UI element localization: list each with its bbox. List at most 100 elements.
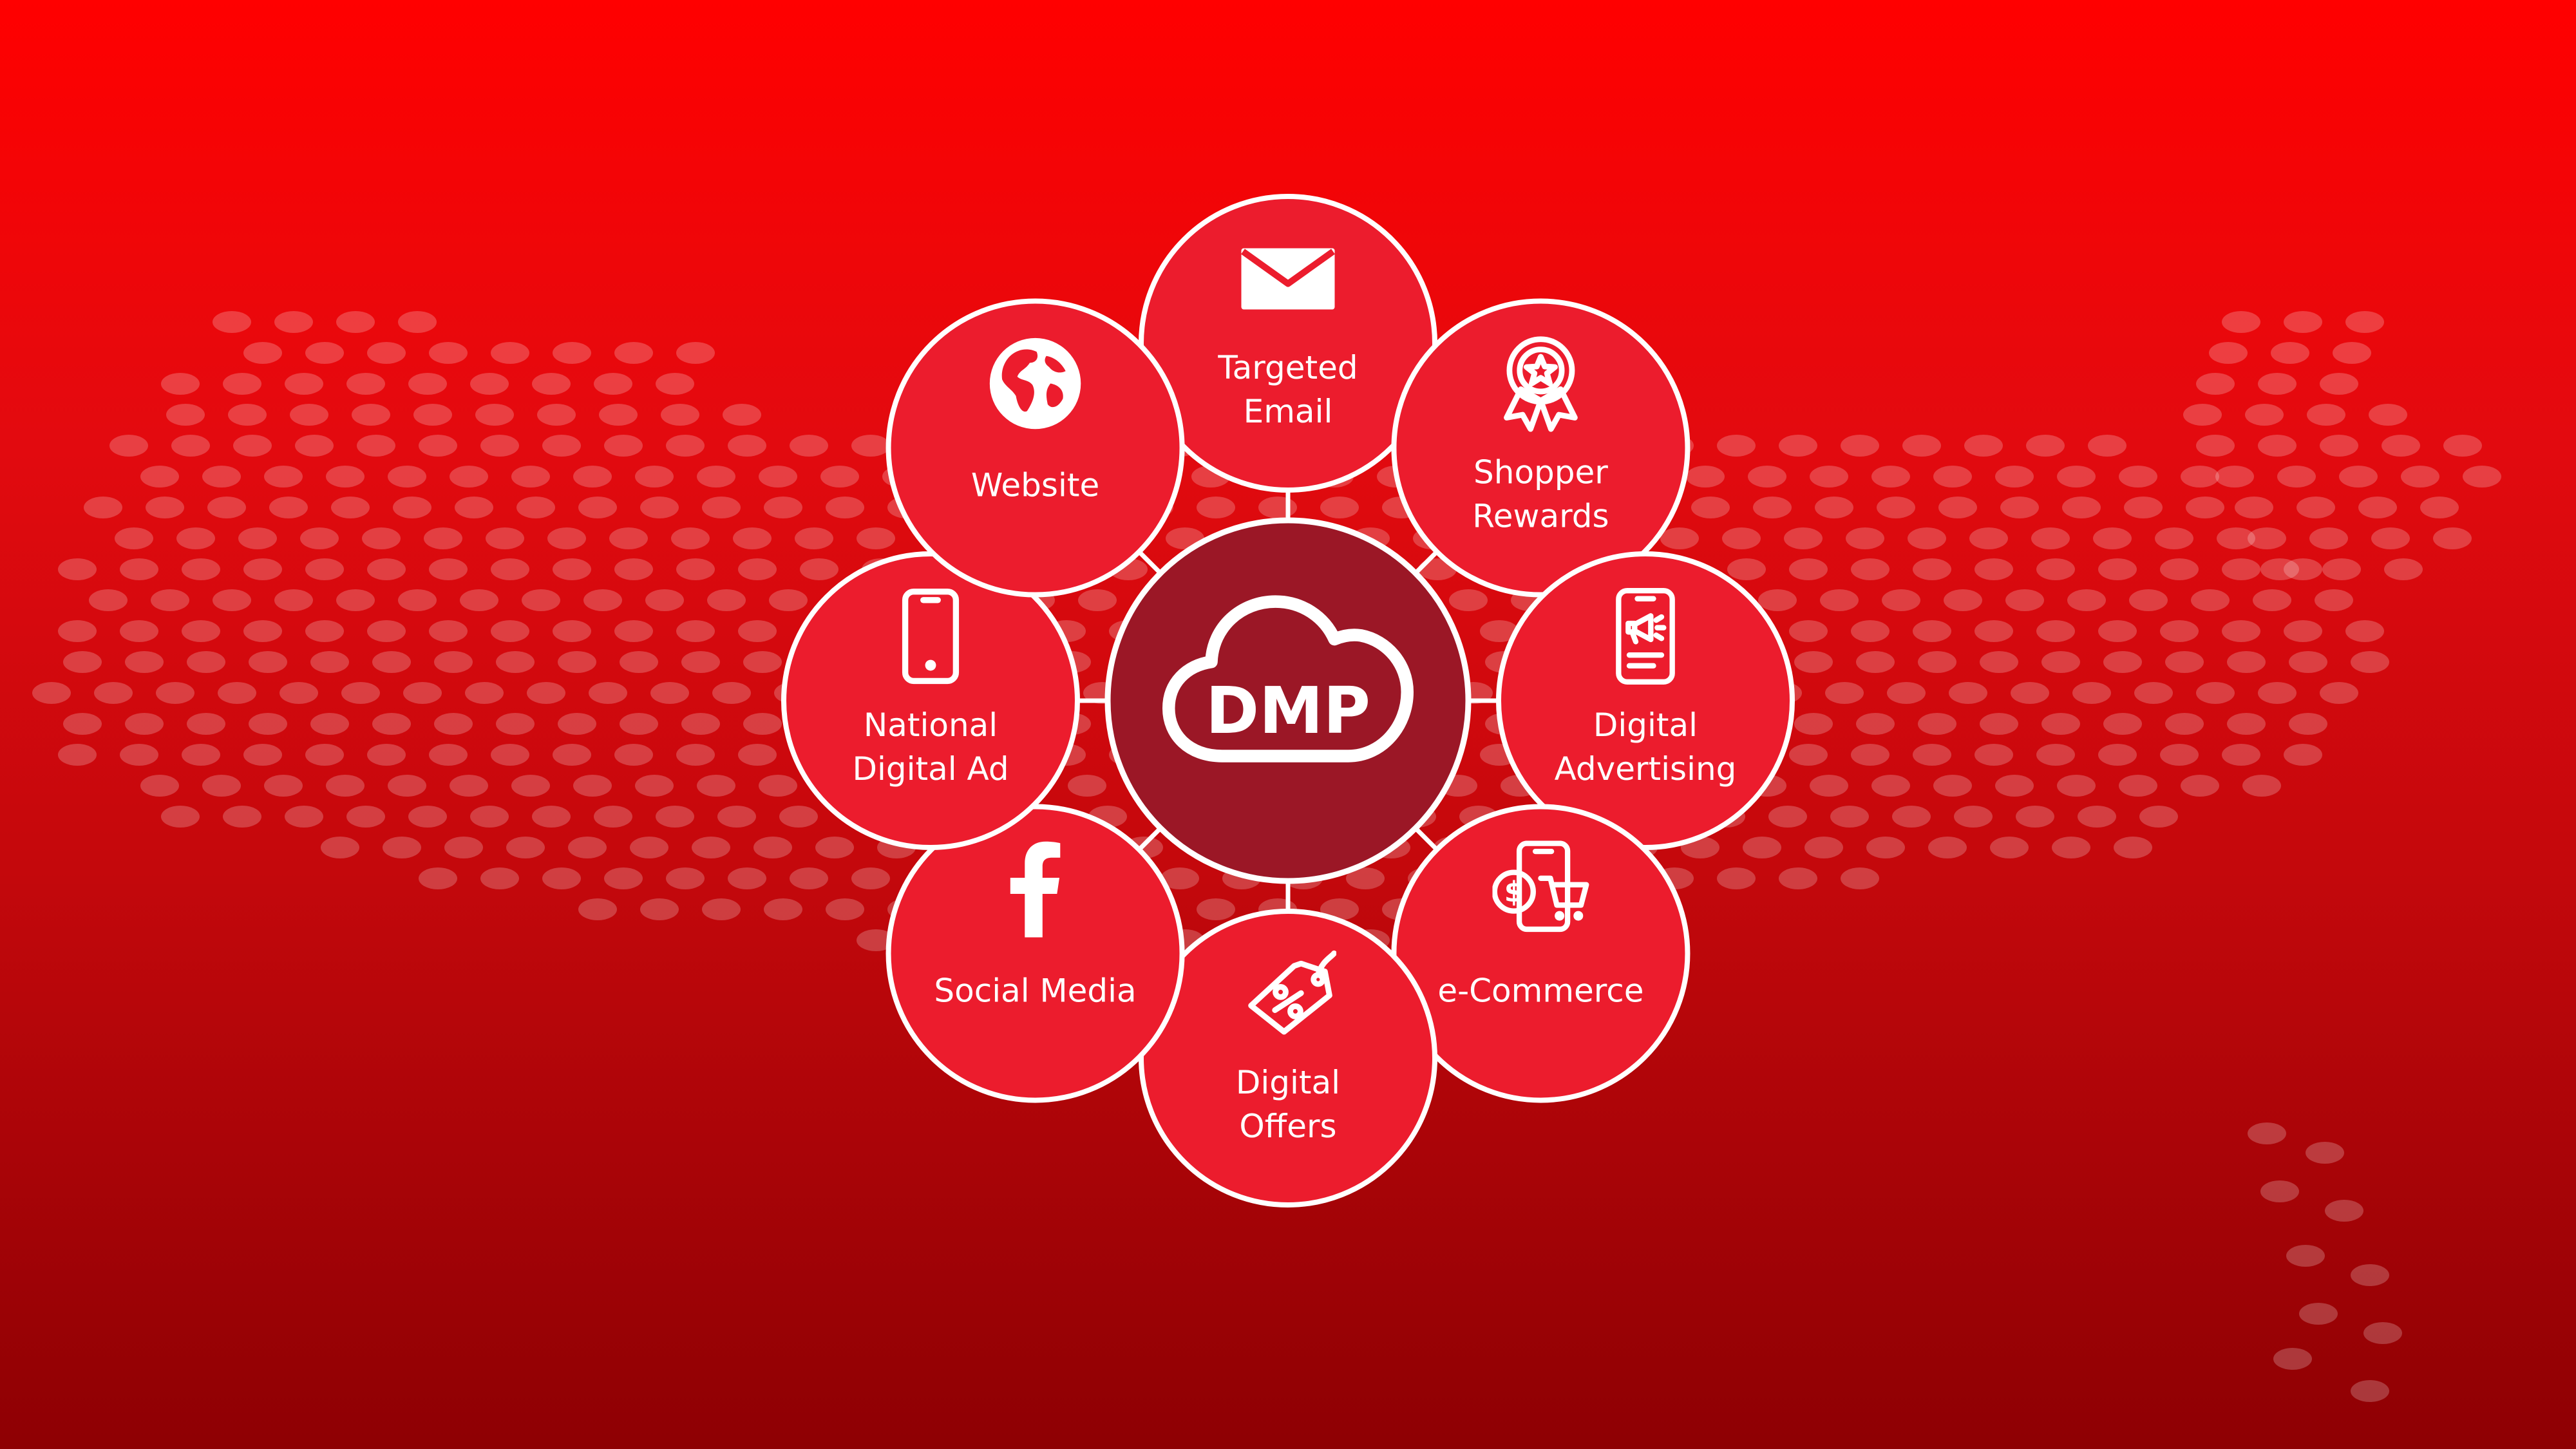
map-dot	[1913, 744, 1951, 766]
map-dot	[249, 651, 287, 673]
map-dot	[738, 620, 777, 642]
map-dot	[486, 527, 524, 549]
map-dot	[182, 558, 220, 580]
map-dot	[790, 867, 828, 889]
map-dot	[620, 651, 658, 673]
map-dot	[645, 589, 684, 611]
map-dot	[470, 373, 509, 395]
map-dot	[2227, 713, 2266, 735]
map-dot	[2215, 466, 2254, 488]
map-dot	[2306, 1142, 2344, 1164]
map-dot	[2382, 435, 2420, 457]
map-dot	[161, 373, 200, 395]
map-dot	[2401, 466, 2439, 488]
map-dot	[249, 713, 287, 735]
map-dot	[2098, 744, 2137, 766]
map-dot	[1197, 497, 1235, 518]
map-dot	[1691, 497, 1730, 518]
map-dot	[2248, 527, 2286, 549]
map-dot	[460, 589, 498, 611]
map-dot	[264, 775, 303, 797]
map-dot	[2057, 466, 2096, 488]
map-dot	[2057, 775, 2096, 797]
map-dot	[614, 558, 653, 580]
map-dot	[367, 744, 406, 766]
hub-circle	[1104, 517, 1472, 884]
map-dot	[697, 466, 735, 488]
map-dot	[2289, 651, 2327, 673]
map-dot	[2036, 744, 2075, 766]
map-dot	[1871, 466, 1910, 488]
node-social-media[interactable]: Social Media	[886, 804, 1185, 1103]
map-dot	[614, 342, 653, 364]
node-label: Website	[971, 467, 1099, 504]
map-dot	[1841, 435, 1879, 457]
map-dot	[2183, 404, 2222, 426]
map-dot	[1748, 466, 1786, 488]
map-dot	[1882, 589, 1920, 611]
map-dot	[573, 775, 612, 797]
node-circle	[1391, 298, 1690, 598]
map-dot	[2165, 651, 2204, 673]
map-dot	[1908, 527, 1946, 549]
map-dot	[2273, 1348, 2312, 1370]
map-dot	[764, 898, 802, 920]
map-dot	[305, 342, 344, 364]
map-dot	[1944, 589, 1982, 611]
map-dot	[1887, 682, 1926, 704]
map-dot	[2005, 589, 2044, 611]
connectors	[1077, 490, 1499, 911]
map-dot	[120, 620, 158, 642]
map-dot	[1866, 837, 1905, 858]
map-dot	[264, 466, 303, 488]
map-dot	[1480, 620, 1519, 642]
dmp-hub[interactable]: DMP	[1104, 517, 1472, 884]
map-dot	[2325, 1200, 2363, 1222]
map-dot	[1449, 589, 1488, 611]
connector-social-media	[1137, 826, 1162, 851]
map-dot	[2160, 744, 2199, 766]
map-dot	[63, 651, 102, 673]
map-dot	[202, 775, 241, 797]
map-dot	[151, 589, 189, 611]
map-dot	[1753, 497, 1792, 518]
map-dot	[2297, 497, 2335, 518]
map-dot	[707, 589, 746, 611]
map-dot	[1784, 527, 1823, 549]
map-dot	[728, 435, 766, 457]
map-dot	[2129, 589, 2168, 611]
map-dot	[213, 589, 251, 611]
map-dot	[681, 651, 720, 673]
node-website[interactable]: Website	[886, 298, 1185, 598]
map-dot	[285, 373, 323, 395]
map-dot	[2217, 527, 2255, 549]
map-dot	[2078, 806, 2116, 828]
map-dot	[1928, 837, 1967, 858]
map-dot	[594, 806, 632, 828]
map-dot	[532, 373, 571, 395]
map-dot	[305, 744, 344, 766]
map-dot	[2320, 435, 2358, 457]
map-dot	[542, 435, 581, 457]
map-dot	[2315, 589, 2353, 611]
map-dot	[429, 620, 468, 642]
node-e-commerce[interactable]: e-Commerce	[1391, 804, 1690, 1103]
map-dot	[274, 589, 313, 611]
map-dot	[372, 651, 411, 673]
map-dot	[419, 435, 457, 457]
map-dot	[2181, 775, 2219, 797]
map-dot	[583, 589, 622, 611]
map-dot	[171, 435, 210, 457]
map-dot	[1758, 589, 1797, 611]
map-dot	[2258, 373, 2297, 395]
map-dot	[1969, 527, 2008, 549]
map-dot	[2371, 527, 2410, 549]
map-dot	[1995, 466, 2034, 488]
map-dot	[2260, 1180, 2299, 1202]
map-dot	[851, 435, 890, 457]
